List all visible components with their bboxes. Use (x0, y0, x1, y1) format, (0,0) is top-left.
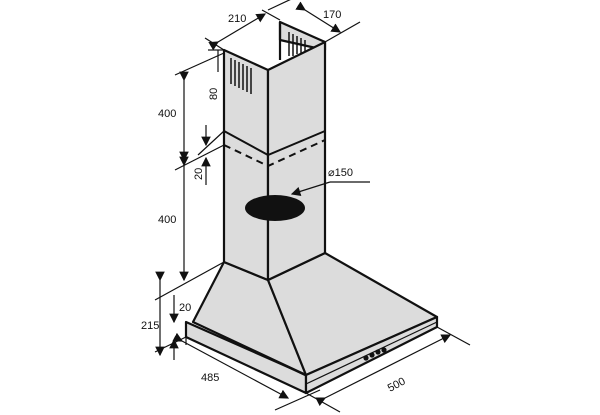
dim-vent-height: 80 (208, 88, 220, 100)
dim-upper-chimney-height: 400 (158, 108, 176, 120)
dim-hood-width: 500 (386, 375, 408, 394)
dim-chimney-width: 210 (228, 13, 246, 25)
chimney-right-face (266, 40, 327, 282)
dim-hood-depth: 485 (201, 372, 219, 384)
dim-chimney-depth: 170 (323, 9, 341, 21)
dim-lower-chimney-height: 400 (158, 214, 176, 226)
dim-canopy-height: 215 (141, 320, 159, 332)
duct-hole (245, 195, 305, 221)
vent-slots-icon (230, 32, 306, 94)
dim-overlap: 20 (193, 168, 205, 180)
dim-rim-height: 20 (179, 302, 191, 314)
dim-duct-diameter: ⌀150 (328, 167, 353, 179)
chimney-left-face (222, 48, 270, 282)
